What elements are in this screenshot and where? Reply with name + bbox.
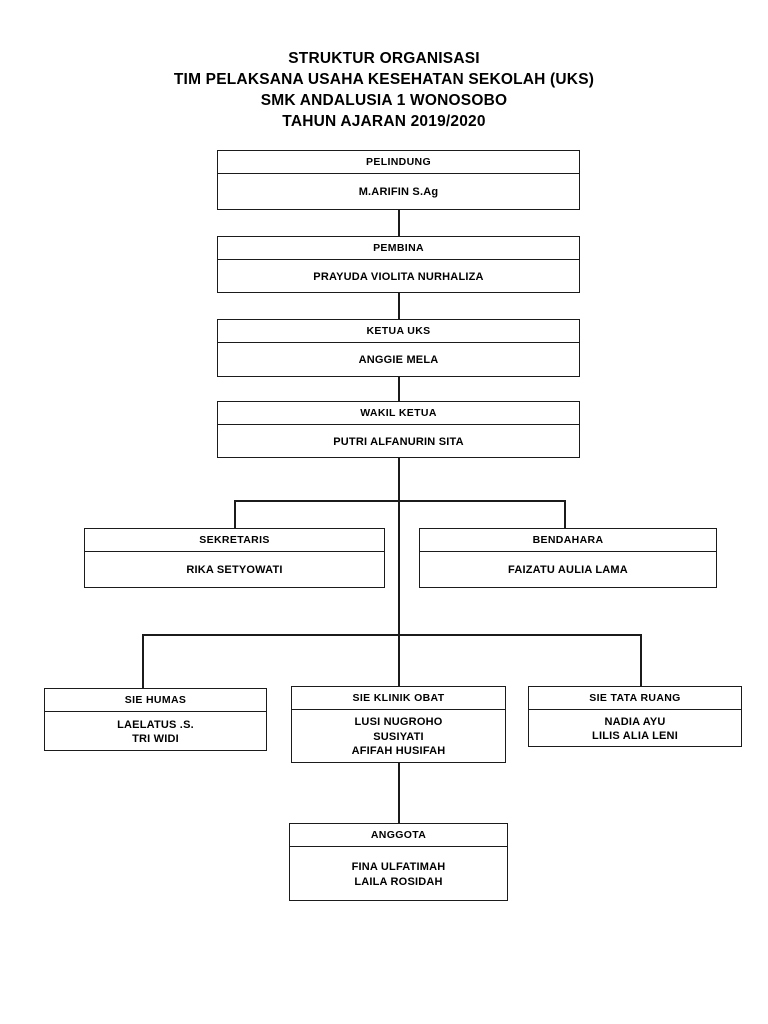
page-title: STRUKTUR ORGANISASI TIM PELAKSANA USAHA … xyxy=(0,48,768,132)
node-ketua-uks[interactable]: KETUA UKS ANGGIE MELA xyxy=(217,319,580,377)
person-name: SUSIYATI xyxy=(373,730,424,743)
node-sie-humas-names: LAELATUS .S. TRI WIDI xyxy=(45,712,266,752)
node-ketua-uks-names: ANGGIE MELA xyxy=(218,343,579,378)
connector-pembina-ketua xyxy=(398,292,400,320)
person-name: LAELATUS .S. xyxy=(117,718,194,731)
node-pelindung-role: PELINDUNG xyxy=(218,151,579,174)
node-sie-klinik-obat-role: SIE KLINIK OBAT xyxy=(292,687,505,710)
title-line-2: TIM PELAKSANA USAHA KESEHATAN SEKOLAH (U… xyxy=(173,71,595,88)
node-bendahara-role: BENDAHARA xyxy=(420,529,716,552)
node-sie-humas-role: SIE HUMAS xyxy=(45,689,266,712)
drop-line-sie-tata-ruang xyxy=(640,634,642,689)
title-line-4: TAHUN AJARAN 2019/2020 xyxy=(282,113,486,130)
node-pelindung-names: M.ARIFIN S.Ag xyxy=(218,174,579,211)
connector-ketua-wakil xyxy=(398,376,400,402)
person-name: RIKA SETYOWATI xyxy=(186,564,283,577)
node-anggota-names: FINA ULFATIMAH LAILA ROSIDAH xyxy=(290,847,507,902)
node-sekretaris[interactable]: SEKRETARIS RIKA SETYOWATI xyxy=(84,528,385,588)
node-sie-tata-ruang-role: SIE TATA RUANG xyxy=(529,687,741,710)
node-wakil-ketua[interactable]: WAKIL KETUA PUTRI ALFANURIN SITA xyxy=(217,401,580,458)
person-name: TRI WIDI xyxy=(132,733,179,745)
node-anggota-role: ANGGOTA xyxy=(290,824,507,847)
node-ketua-uks-role: KETUA UKS xyxy=(218,320,579,343)
node-bendahara-names: FAIZATU AULIA LAMA xyxy=(420,552,716,589)
node-sie-tata-ruang[interactable]: SIE TATA RUANG NADIA AYU LILIS ALIA LENI xyxy=(528,686,742,747)
drop-line-sie-humas xyxy=(142,634,144,689)
connector-wakil-trunk xyxy=(398,457,400,691)
drop-line-bendahara xyxy=(564,500,566,529)
node-pembina-names: PRAYUDA VIOLITA NURHALIZA xyxy=(218,260,579,294)
person-name: LUSI NUGROHO xyxy=(354,716,443,729)
node-sie-tata-ruang-names: NADIA AYU LILIS ALIA LENI xyxy=(529,710,741,748)
title-line-3: SMK ANDALUSIA 1 WONOSOBO xyxy=(260,92,508,109)
node-wakil-ketua-role: WAKIL KETUA xyxy=(218,402,579,425)
person-name: LILIS ALIA LENI xyxy=(592,730,678,742)
person-name: FINA ULFATIMAH xyxy=(351,861,446,873)
node-pembina-role: PEMBINA xyxy=(218,237,579,260)
person-name: M.ARIFIN S.Ag xyxy=(358,186,439,199)
connector-pelindung-pembina xyxy=(398,210,400,237)
node-pembina[interactable]: PEMBINA PRAYUDA VIOLITA NURHALIZA xyxy=(217,236,580,293)
distribution-bar-secretary-treasurer xyxy=(234,500,565,502)
node-pelindung[interactable]: PELINDUNG M.ARIFIN S.Ag xyxy=(217,150,580,210)
node-sie-humas[interactable]: SIE HUMAS LAELATUS .S. TRI WIDI xyxy=(44,688,267,751)
distribution-bar-sie-units xyxy=(142,634,642,636)
node-sie-klinik-obat[interactable]: SIE KLINIK OBAT LUSI NUGROHO SUSIYATI AF… xyxy=(291,686,506,763)
person-name: PRAYUDA VIOLITA NURHALIZA xyxy=(313,270,484,283)
node-sie-klinik-obat-names: LUSI NUGROHO SUSIYATI AFIFAH HUSIFAH xyxy=(292,710,505,764)
node-sekretaris-names: RIKA SETYOWATI xyxy=(85,552,384,589)
person-name: NADIA AYU xyxy=(604,715,666,728)
person-name: LAILA ROSIDAH xyxy=(354,875,443,888)
node-sekretaris-role: SEKRETARIS xyxy=(85,529,384,552)
title-line-1: STRUKTUR ORGANISASI xyxy=(288,50,480,67)
person-name: ANGGIE MELA xyxy=(358,354,439,367)
person-name: FAIZATU AULIA LAMA xyxy=(508,564,628,577)
drop-line-sekretaris xyxy=(234,500,236,529)
node-wakil-ketua-names: PUTRI ALFANURIN SITA xyxy=(218,425,579,459)
connector-klinik-anggota xyxy=(398,763,400,824)
node-anggota[interactable]: ANGGOTA FINA ULFATIMAH LAILA ROSIDAH xyxy=(289,823,508,901)
person-name: PUTRI ALFANURIN SITA xyxy=(333,435,464,448)
person-name: AFIFAH HUSIFAH xyxy=(351,745,446,758)
node-bendahara[interactable]: BENDAHARA FAIZATU AULIA LAMA xyxy=(419,528,717,588)
